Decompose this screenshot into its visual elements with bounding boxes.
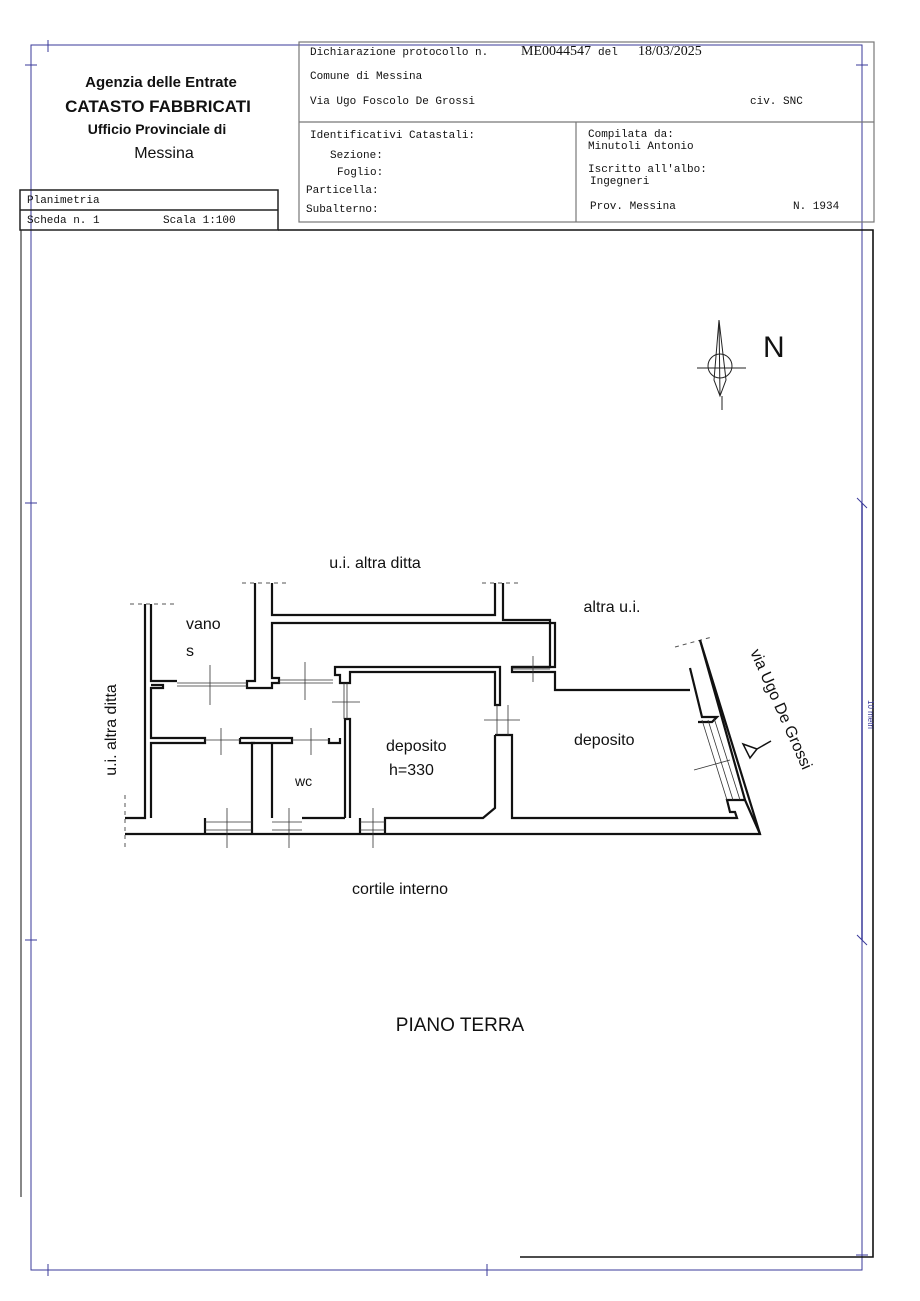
compilata-label: Compilata da: <box>588 129 674 141</box>
del-label: del <box>598 47 618 59</box>
compilata-name: Minutoli Antonio <box>588 141 694 153</box>
provincia: Prov. Messina <box>590 201 676 213</box>
room-vano-label: vano <box>186 616 221 633</box>
declaration-label: Dichiarazione protocollo n. <box>310 47 488 59</box>
room-vano-s-label: s <box>186 643 194 660</box>
scale-bar-label: 10 metri <box>866 700 875 729</box>
office-label: Ufficio Provinciale di <box>88 121 226 137</box>
scala-label: Scala 1:100 <box>163 215 236 227</box>
agency-name: Agenzia delle Entrate <box>85 74 237 91</box>
north-label: N <box>763 331 785 364</box>
room-deposito-1-height: h=330 <box>389 762 434 779</box>
scale-bar: 10 metri <box>856 497 875 946</box>
identificativi-label: Identificativi Catastali: <box>310 130 475 142</box>
particella-label: Particella: <box>306 185 379 197</box>
albo-label: Iscritto all'albo: <box>588 164 707 176</box>
civico: civ. SNC <box>750 96 803 108</box>
albo-value: Ingegneri <box>590 176 650 188</box>
subalterno-label: Subalterno: <box>306 204 379 216</box>
courtyard-label: cortile interno <box>352 881 448 898</box>
entrance-arrow-icon <box>741 740 772 760</box>
agency-header: Agenzia delle Entrate CATASTO FABBRICATI… <box>65 74 251 162</box>
address: Via Ugo Foscolo De Grossi <box>310 96 475 108</box>
scheda-label: Scheda n. 1 <box>27 215 100 227</box>
floor-plan: u.i. altra ditta altra u.i. u.i. altra d… <box>103 555 815 1036</box>
comune: Comune di Messina <box>310 71 423 83</box>
label-top-neighbor: u.i. altra ditta <box>329 555 421 572</box>
north-compass-icon: N <box>697 319 785 410</box>
sezione-label: Sezione: <box>330 150 383 162</box>
room-deposito-2-label: deposito <box>574 732 635 749</box>
room-deposito-1-label: deposito <box>386 738 447 755</box>
street-label: via Ugo De Grossi <box>746 647 814 773</box>
albo-number: N. 1934 <box>793 201 840 213</box>
label-left-neighbor: u.i. altra ditta <box>103 684 120 776</box>
label-top-right-neighbor: altra u.i. <box>584 599 641 616</box>
protocol-number: ME0044547 <box>521 44 591 59</box>
foglio-label: Foglio: <box>337 167 383 179</box>
planimetria-box: Planimetria Scheda n. 1 Scala 1:100 <box>19 189 279 231</box>
catasto-title: CATASTO FABBRICATI <box>65 97 251 116</box>
office-city: Messina <box>134 145 194 162</box>
black-frame <box>20 229 874 1258</box>
planimetria-label: Planimetria <box>27 195 100 207</box>
declaration-box: Dichiarazione protocollo n. ME0044547 de… <box>298 41 875 223</box>
floor-label: PIANO TERRA <box>396 1015 525 1036</box>
declaration-date: 18/03/2025 <box>638 44 702 59</box>
room-wc-label: wc <box>294 773 312 789</box>
